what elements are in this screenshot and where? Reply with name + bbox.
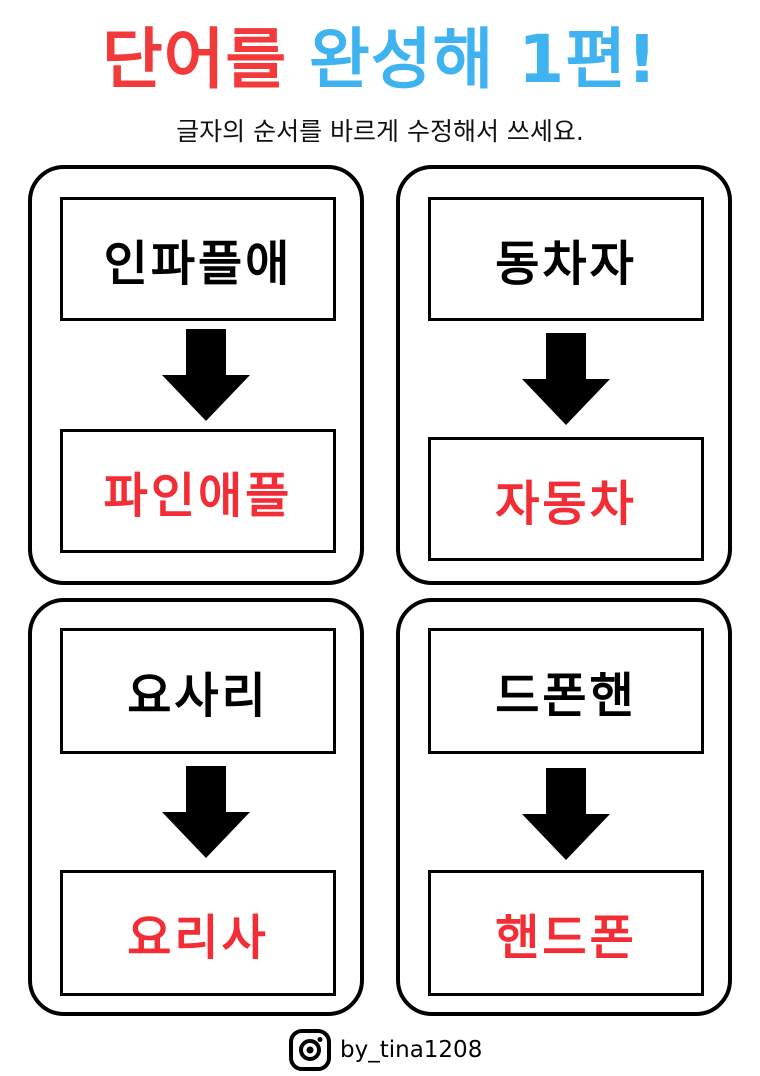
answer-word-box: 자동차 (428, 437, 704, 561)
scrambled-word: 인파플애 (103, 236, 293, 292)
scrambled-word-box: 드폰핸 (428, 628, 704, 754)
instagram-icon (289, 1029, 331, 1071)
footer-credit: by_tina1208 (288, 1027, 482, 1073)
answer-word-box: 핸드폰 (428, 870, 704, 996)
title-part2: 완성해 1편! (309, 21, 659, 98)
answer-word: 파인애플 (103, 468, 293, 524)
scrambled-word: 드폰핸 (495, 668, 637, 724)
scrambled-word: 요사리 (127, 668, 269, 724)
scrambled-word-box: 인파플애 (60, 197, 336, 321)
word-card-4: 드폰핸 핸드폰 (396, 598, 732, 1016)
word-card-2: 동차자 자동차 (396, 165, 732, 585)
arrow-down-icon (522, 768, 610, 860)
answer-word: 자동차 (495, 476, 637, 532)
arrow-down-icon (162, 329, 250, 421)
scrambled-word-box: 동차자 (428, 197, 704, 321)
word-card-1: 인파플애 파인애플 (28, 165, 364, 585)
answer-word-box: 파인애플 (60, 429, 336, 553)
word-card-3: 요사리 요리사 (28, 598, 364, 1016)
answer-word: 핸드폰 (495, 910, 637, 966)
answer-word: 요리사 (127, 910, 269, 966)
arrow-down-icon (162, 766, 250, 858)
page-title: 단어를 완성해 1편! (0, 14, 760, 106)
instructions: 글자의 순서를 바르게 수정해서 쓰세요. (176, 117, 584, 146)
answer-word-box: 요리사 (60, 870, 336, 996)
author-handle: by_tina1208 (340, 1037, 483, 1063)
arrow-down-icon (522, 333, 610, 425)
scrambled-word: 동차자 (495, 236, 637, 292)
title-part1: 단어를 (101, 21, 288, 98)
scrambled-word-box: 요사리 (60, 628, 336, 754)
